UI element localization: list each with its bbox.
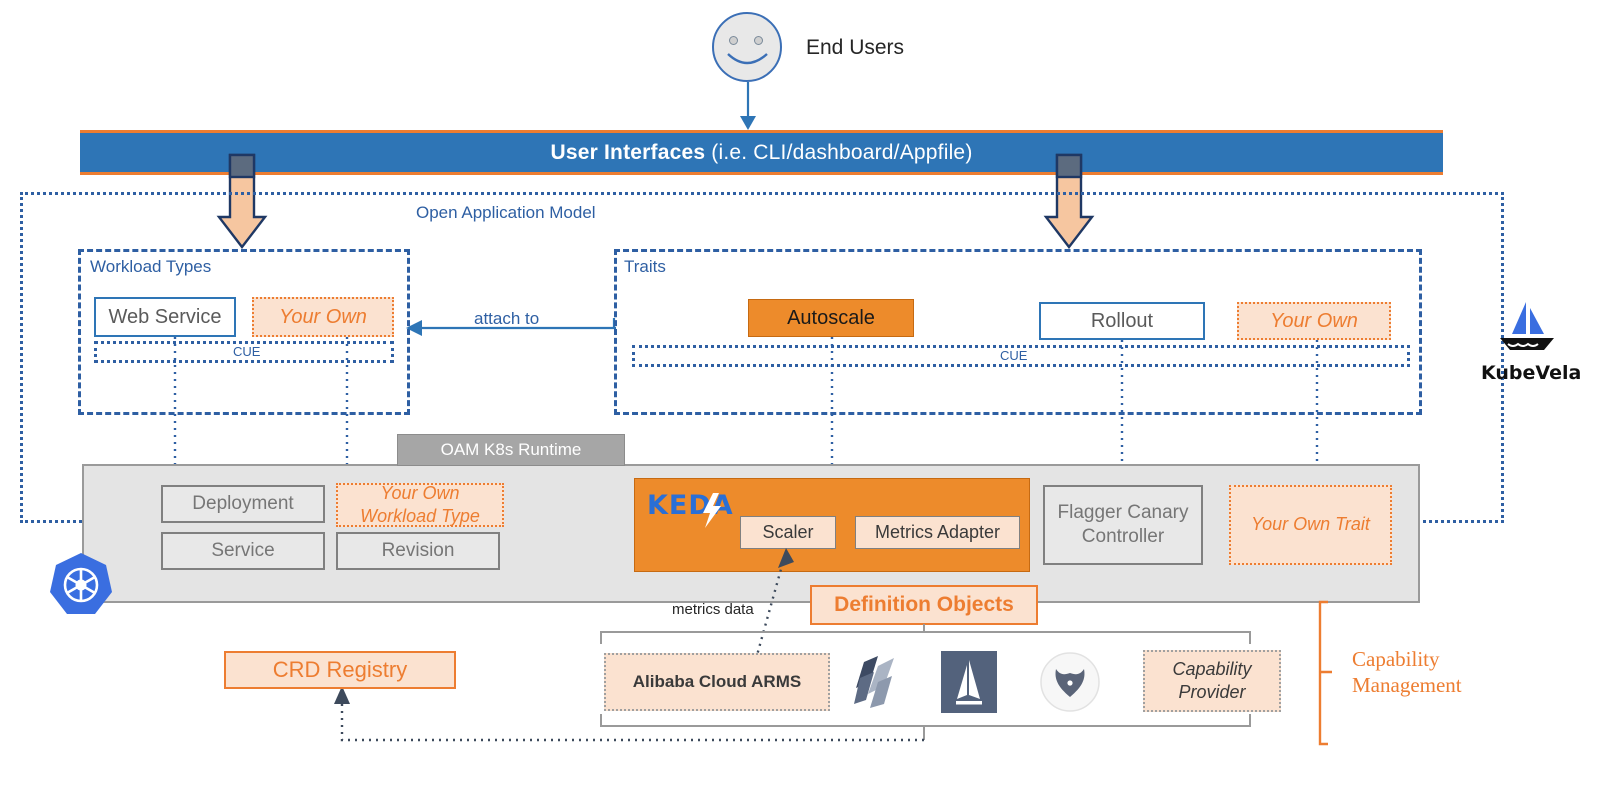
keda-metrics-adapter[interactable]: Metrics Adapter	[855, 516, 1020, 549]
smiley-eye-right-icon	[754, 36, 763, 45]
end-users-label: End Users	[806, 36, 905, 59]
metrics-data-label: metrics data	[672, 601, 754, 618]
runtime-service[interactable]: Service	[161, 532, 325, 570]
definition-objects-box[interactable]: Definition Objects	[810, 585, 1038, 625]
open-application-model-title: Open Application Model	[416, 203, 596, 222]
argo-logo-icon	[1040, 652, 1100, 712]
provider-alibaba-cloud-arms[interactable]: Alibaba Cloud ARMS	[604, 653, 830, 711]
user-interfaces-banner[interactable]: User Interfaces (i.e. CLI/dashboard/Appf…	[80, 130, 1443, 175]
traits-title: Traits	[624, 257, 666, 276]
keda-scaler[interactable]: Scaler	[740, 516, 836, 549]
providers-top-bracket	[600, 624, 1251, 644]
providers-to-crd-registry-connector	[334, 686, 924, 742]
capability-management-bracket	[1318, 600, 1332, 746]
attach-to-label: attach to	[474, 309, 540, 328]
workload-cue-label: CUE	[228, 344, 266, 359]
workload-web-service[interactable]: Web Service	[94, 297, 236, 337]
keda-logo: KEDA	[647, 490, 734, 521]
metrics-data-connector	[752, 548, 794, 667]
runtime-revision[interactable]: Revision	[336, 532, 500, 570]
providers-bottom-bracket	[600, 714, 1251, 740]
ui-banner-strong: User Interfaces	[550, 140, 706, 164]
runtime-your-own-workload-type[interactable]: Your Own Workload Type	[336, 483, 504, 527]
keda-bolt-icon	[703, 493, 721, 528]
kubevela-label: KubeVela	[1481, 362, 1582, 384]
workload-cue-frame	[94, 341, 394, 363]
end-users-to-ui-arrow	[740, 82, 756, 130]
workload-types-title: Workload Types	[90, 257, 212, 276]
trait-autoscale[interactable]: Autoscale	[748, 299, 914, 337]
smiley-face-icon	[712, 12, 782, 82]
flagger-logo-icon	[854, 656, 894, 708]
kubernetes-wheel-icon	[50, 553, 112, 614]
crd-registry-box[interactable]: CRD Registry	[224, 651, 456, 689]
attach-to-arrow	[406, 318, 616, 336]
oam-k8s-runtime-tab: OAM K8s Runtime	[397, 434, 625, 466]
traits-cue-label: CUE	[995, 348, 1033, 363]
trait-rollout[interactable]: Rollout	[1039, 302, 1205, 340]
runtime-deployment[interactable]: Deployment	[161, 485, 325, 523]
sailboat-icon	[1500, 302, 1554, 350]
workload-your-own[interactable]: Your Own	[252, 297, 394, 337]
capability-management-label: Capability Management	[1352, 647, 1462, 698]
istio-logo-icon	[941, 651, 997, 713]
smiley-mouth-icon	[727, 53, 768, 65]
ui-to-traits-arrow	[1043, 153, 1095, 249]
provider-capability-provider[interactable]: Capability Provider	[1143, 650, 1281, 712]
traits-group	[614, 249, 1422, 415]
ui-to-workloads-arrow	[216, 153, 268, 249]
workload-types-group	[78, 249, 410, 415]
smiley-eye-left-icon	[729, 36, 738, 45]
traits-cue-frame	[632, 345, 1410, 367]
trait-your-own[interactable]: Your Own	[1237, 302, 1391, 340]
ui-banner-rest: (i.e. CLI/dashboard/Appfile)	[705, 140, 973, 164]
runtime-your-own-trait[interactable]: Your Own Trait	[1229, 485, 1392, 565]
runtime-flagger-canary-controller[interactable]: Flagger Canary Controller	[1043, 485, 1203, 565]
